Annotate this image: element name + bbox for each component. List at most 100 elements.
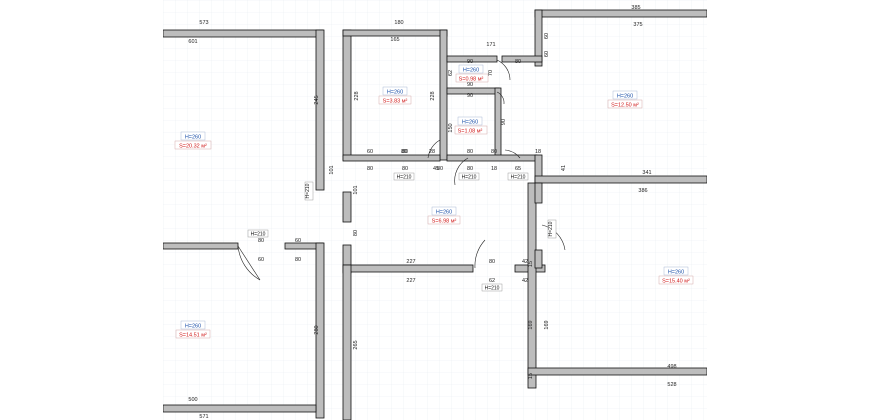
wall — [439, 29, 448, 161]
dimension-label: 15 — [528, 373, 534, 379]
room-height: H=260 — [185, 135, 201, 141]
label-box — [382, 86, 408, 96]
room-area: S=6.98 м² — [432, 219, 457, 225]
dimension-label: 80 — [402, 166, 408, 172]
wall — [527, 367, 707, 376]
room-area: S=0.98 м² — [459, 77, 484, 83]
dimension-label: 80 — [401, 149, 407, 155]
room-labels: H=260 S=20.32 м² H=260 S=3.83 м² H=260 S… — [174, 64, 694, 339]
label-box — [455, 73, 489, 83]
dimension-label: 60 — [544, 51, 550, 57]
wall — [342, 264, 352, 420]
dimension-label: 90 — [467, 59, 473, 65]
dimension-label: 169 — [544, 320, 550, 329]
dimension-label: 62 — [448, 70, 454, 76]
room-area: S=12.50 м² — [611, 103, 639, 109]
dimension-label: 165 — [390, 37, 399, 43]
label-box — [507, 172, 529, 181]
floor-plan-canvas[interactable]: H=260 S=20.32 м² H=260 S=3.83 м² H=260 S… — [163, 0, 707, 420]
dimension-label: 80 — [467, 149, 473, 155]
label-box — [180, 131, 206, 141]
label-box — [658, 275, 694, 285]
dimension-label: 60 — [295, 238, 301, 244]
dimension-label: 80 — [295, 257, 301, 263]
wall — [163, 29, 324, 38]
wall — [446, 154, 538, 162]
dimension-label: 15 — [528, 261, 534, 267]
room-height: H=260 — [185, 324, 201, 330]
dimension-label: 80 — [353, 230, 359, 236]
dimension-label: 227 — [406, 278, 415, 284]
wall — [534, 175, 707, 184]
wall — [534, 9, 543, 67]
room-area: S=15.40 м² — [662, 279, 690, 285]
dimension-label: 101 — [329, 165, 335, 174]
label-box — [663, 266, 689, 276]
dimension-label: 42 — [522, 278, 528, 284]
room-height: H=260 — [463, 68, 479, 74]
dimension-label: 385 — [631, 5, 640, 11]
label-box — [180, 320, 206, 330]
room-height: H=260 — [617, 94, 633, 100]
dimension-label: 101 — [353, 185, 359, 194]
door-leaf — [237, 245, 261, 281]
dimension-label: 65 — [515, 166, 521, 172]
room-area: S=3.83 м² — [383, 99, 408, 105]
label-box — [175, 329, 211, 339]
label-box — [427, 215, 461, 225]
door-swing — [496, 91, 505, 105]
label-box — [612, 90, 638, 100]
door-swing — [504, 149, 521, 159]
door-height-label: H=210 — [397, 175, 412, 181]
room-height: H=260 — [387, 90, 403, 96]
dimension-label: 171 — [486, 42, 495, 48]
label-box — [174, 140, 212, 150]
door-swing — [474, 239, 486, 269]
dimension-label: 573 — [199, 20, 208, 26]
wall — [315, 242, 325, 419]
dimension-labels: 573 601 180 165 385 375 171 90 90 90 80 … — [188, 5, 676, 420]
label-box — [547, 219, 557, 239]
dimension-label: 80 — [402, 149, 408, 155]
wall — [342, 264, 474, 273]
door-swing — [237, 245, 261, 281]
dimension-label: 500 — [188, 397, 197, 403]
wall — [342, 191, 352, 223]
wall — [342, 29, 352, 161]
dimension-label: 265 — [353, 340, 359, 349]
dimension-label: 169 — [528, 320, 534, 329]
wall — [163, 404, 317, 413]
wall — [534, 9, 707, 18]
door-height-label: H=210 — [305, 183, 311, 198]
door-height-label: H=210 — [485, 286, 500, 292]
dimension-label: 375 — [633, 22, 642, 28]
dimension-label: 60 — [367, 149, 373, 155]
dimension-label: 62 — [489, 278, 495, 284]
wall — [315, 29, 325, 191]
room-area: S=14.51 м² — [179, 333, 207, 339]
door-labels: H=210 H=210 H=210 H=210 H=210 H=210 H=21… — [247, 172, 557, 292]
dimension-label: 80 — [515, 59, 521, 65]
dimension-label: 227 — [406, 259, 415, 265]
wall — [342, 29, 448, 37]
wall — [527, 182, 537, 389]
dimension-label: 341 — [642, 170, 651, 176]
dimension-label: 80 — [367, 166, 373, 172]
dimension-label: 45 — [433, 166, 439, 172]
dimension-label: 41 — [561, 165, 567, 171]
dimension-label: 386 — [638, 188, 647, 194]
label-box — [304, 181, 314, 201]
dimension-label: 18 — [535, 149, 541, 155]
wall — [163, 242, 239, 250]
dimension-label: 70 — [488, 70, 494, 76]
door-swing — [454, 157, 469, 186]
label-box — [481, 283, 503, 292]
dimension-label: 245 — [314, 95, 320, 104]
label-box — [454, 125, 488, 135]
dimension-label: 80 — [489, 259, 495, 265]
wall — [501, 55, 543, 63]
dimension-label: 180 — [394, 20, 403, 26]
room-height: H=260 — [436, 210, 452, 216]
dimension-label: 80 — [258, 238, 264, 244]
dimension-label: 18 — [491, 166, 497, 172]
